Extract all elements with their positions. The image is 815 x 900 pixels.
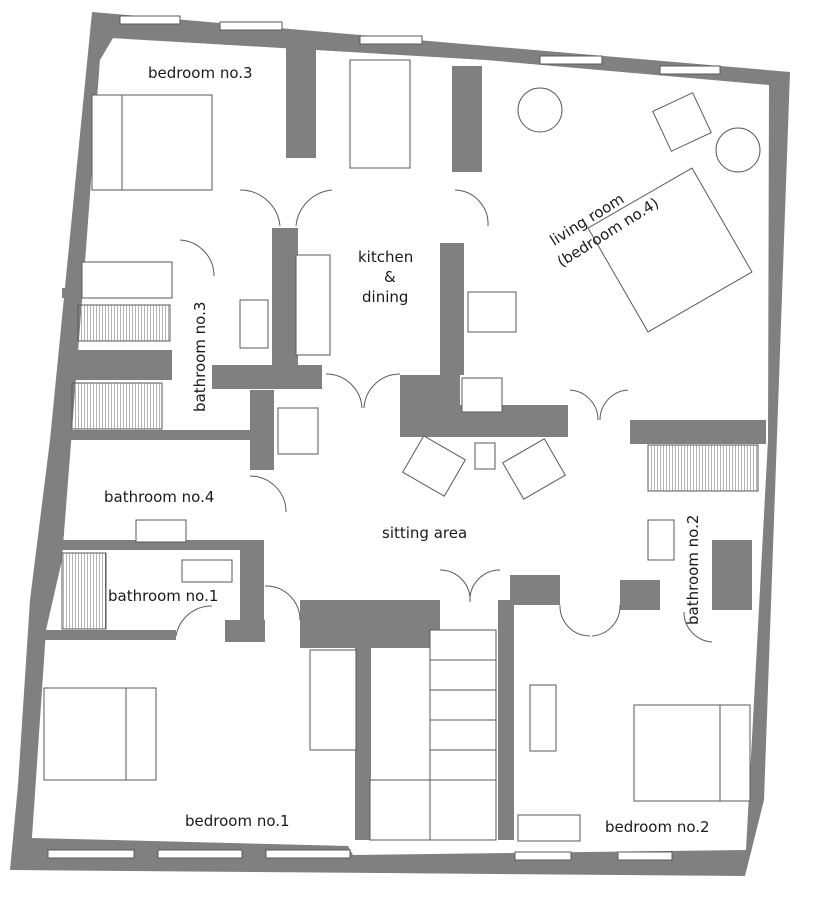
armchair: [467, 291, 517, 333]
wall-segment: [62, 350, 172, 380]
door-swing: [559, 604, 591, 637]
door-swing: [325, 373, 363, 409]
wall-segment: [440, 243, 464, 375]
windows: [47, 15, 721, 861]
label-bedroom-no3: bedroom no.3: [148, 64, 253, 82]
dining-table: [349, 59, 411, 169]
door-swing: [175, 605, 213, 637]
label-bathroom-no3: bathroom no.3: [191, 302, 209, 412]
window: [617, 851, 673, 861]
wall-segment: [452, 66, 482, 172]
window: [157, 849, 243, 859]
wall-segment: [52, 540, 262, 550]
door-swing: [363, 373, 401, 409]
window: [219, 21, 283, 31]
label-kitchen-line3: dining: [362, 288, 408, 306]
doors: [175, 189, 713, 643]
desk: [517, 814, 581, 842]
desk: [529, 684, 557, 752]
window: [119, 15, 181, 25]
armchair: [402, 435, 466, 497]
window: [659, 65, 721, 75]
wall-segment: [355, 640, 371, 840]
door-swing: [599, 389, 629, 421]
shower: [81, 261, 173, 299]
bed-pillow: [719, 704, 751, 802]
door-swing: [469, 569, 501, 603]
window: [265, 849, 351, 859]
interior-walls: [36, 48, 766, 840]
label-bedroom-no2: bedroom no.2: [605, 818, 710, 836]
floor-area: [32, 42, 765, 850]
cabinet: [461, 377, 503, 413]
label-sitting-area: sitting area: [382, 524, 467, 542]
shower-tray: [61, 552, 107, 630]
shower-tray: [71, 382, 163, 430]
window: [514, 851, 572, 861]
wall-segment: [212, 365, 322, 389]
shower-tray: [77, 304, 171, 342]
wall-segment: [272, 228, 298, 373]
window: [539, 55, 603, 65]
label-kitchen-line1: kitchen: [358, 248, 413, 266]
bed-pillow: [125, 687, 157, 781]
staircase: [369, 629, 497, 841]
wall-segment: [620, 580, 660, 610]
sink: [181, 559, 233, 583]
label-kitchen-line2: &: [384, 268, 396, 286]
door-swing: [264, 585, 301, 621]
armchair: [652, 92, 712, 152]
outer-wall-shape: [10, 12, 790, 876]
wall-segment: [62, 430, 262, 440]
wall-segment: [36, 630, 176, 640]
door-swing: [569, 389, 599, 421]
wall-segment: [712, 540, 752, 610]
side-table: [474, 442, 496, 470]
sink: [647, 519, 675, 561]
wall-segment: [498, 600, 514, 840]
sink: [135, 519, 187, 543]
armchair: [502, 438, 566, 500]
door-swing: [454, 189, 489, 227]
label-bathroom-no2: bathroom no.2: [684, 515, 702, 625]
door-swing: [249, 475, 287, 513]
furniture: [43, 59, 761, 842]
bed-pillow: [91, 94, 123, 191]
outer-walls: [10, 12, 790, 876]
stair-landing: [369, 779, 431, 841]
window: [359, 35, 423, 45]
cabinet: [277, 407, 319, 455]
door-swing: [683, 611, 713, 643]
side-table: [517, 87, 563, 133]
sofa: [587, 167, 753, 333]
door-swing: [295, 189, 333, 227]
door-swing: [179, 239, 215, 277]
window: [47, 849, 135, 859]
sink: [239, 299, 269, 349]
label-bedroom-no1: bedroom no.1: [185, 812, 290, 830]
wall-segment: [510, 575, 560, 605]
label-bathroom-no4: bathroom no.4: [104, 488, 214, 506]
door-swing: [591, 604, 621, 637]
kitchen-counter: [295, 254, 331, 356]
wall-segment: [225, 620, 265, 642]
door-swing: [239, 189, 281, 227]
shower-tray: [647, 444, 759, 492]
stair-run: [429, 629, 497, 841]
label-bathroom-no1: bathroom no.1: [108, 587, 218, 605]
wall-segment: [630, 420, 766, 444]
desk: [309, 649, 357, 751]
wall-segment: [286, 48, 316, 158]
side-table: [715, 127, 761, 173]
